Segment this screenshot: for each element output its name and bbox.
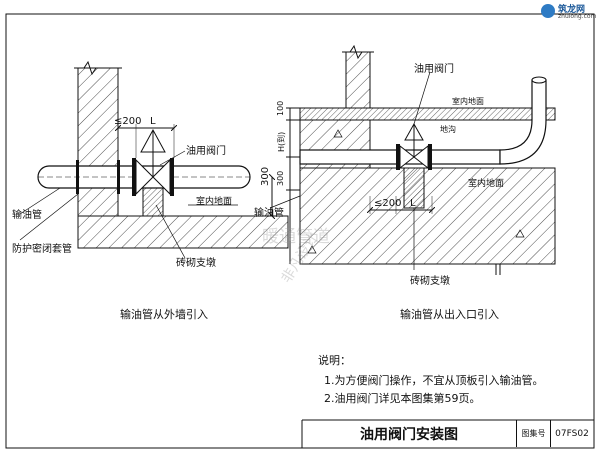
right-label-trench: 地沟 bbox=[440, 125, 456, 134]
right-label-support: 砖砌支墩 bbox=[410, 276, 450, 287]
right-label-valve: 油用阀门 bbox=[414, 64, 454, 75]
right-top-slab bbox=[299, 107, 556, 121]
left-wall-break bbox=[74, 60, 122, 76]
logo-mark-icon bbox=[541, 4, 555, 18]
left-label-pipe: 输油管 bbox=[12, 210, 42, 221]
atlas-number: 07FS02 bbox=[550, 420, 593, 447]
left-wall-lower bbox=[77, 187, 119, 217]
left-dim-L: L bbox=[150, 116, 156, 127]
note-item-2: 2.油用阀门详见本图集第59页。 bbox=[324, 392, 481, 405]
right-detail-view bbox=[269, 44, 556, 275]
zhulong-logo: 筑龙网 zhulong.com bbox=[541, 2, 599, 24]
drawing-title: 油用阀门安装图 bbox=[360, 426, 458, 443]
left-sleeve-flange bbox=[76, 160, 79, 194]
logo-name: 筑龙网 bbox=[558, 5, 586, 15]
right-dim-H: H(到) bbox=[277, 131, 286, 152]
left-dim-le200: ≤200 bbox=[114, 116, 142, 127]
left-label-sleeve: 防护密闭套管 bbox=[12, 244, 72, 255]
logo-url: zhulong.com bbox=[558, 13, 597, 20]
left-valve-flange bbox=[132, 158, 136, 196]
watermark-text-1: 暖通管道 bbox=[262, 227, 330, 247]
drawing-frame bbox=[5, 13, 595, 449]
left-floor-slab bbox=[77, 215, 289, 249]
notes-heading: 说明： bbox=[318, 354, 351, 367]
title-block: 油用阀门安装图 图集号 07FS02 bbox=[302, 420, 593, 447]
left-wall-upper bbox=[77, 67, 119, 167]
left-dim-300: 300 bbox=[260, 166, 271, 186]
right-ground-block bbox=[299, 167, 556, 265]
right-wall-upper bbox=[345, 51, 371, 109]
right-dim-le200: ≤200 bbox=[374, 198, 402, 209]
right-pipe-riser bbox=[499, 79, 547, 165]
left-view-caption: 输油管从外墙引入 bbox=[120, 308, 208, 321]
right-label-pipe: 输油管 bbox=[254, 208, 284, 219]
right-view-caption: 输油管从出入口引入 bbox=[400, 308, 499, 321]
right-dim-L: L bbox=[410, 198, 416, 209]
right-dim-300: 300 bbox=[276, 170, 285, 186]
right-dim-100: 100 bbox=[276, 100, 285, 116]
right-valve-flange bbox=[396, 144, 400, 170]
right-label-floor: 室内地面 bbox=[468, 179, 505, 189]
left-label-floor: 室内地面 bbox=[196, 197, 233, 207]
left-label-support: 砖砌支墩 bbox=[176, 258, 216, 269]
atlas-label: 图集号 bbox=[516, 420, 550, 447]
left-label-valve: 油用阀门 bbox=[186, 146, 226, 157]
right-label-floor-top: 室内地面 bbox=[452, 97, 484, 106]
left-detail-view bbox=[19, 60, 289, 259]
note-item-1: 1.为方便阀门操作，不宜从顶板引入输油管。 bbox=[324, 374, 544, 387]
